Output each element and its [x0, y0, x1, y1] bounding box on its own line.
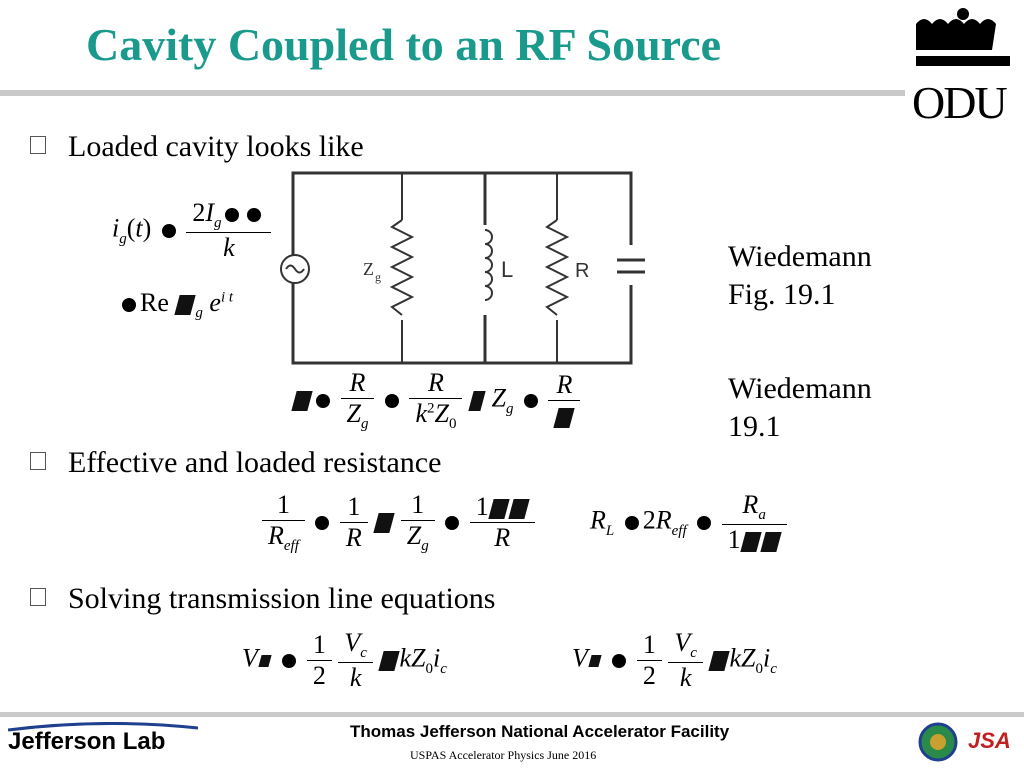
odu-logo — [908, 4, 1018, 124]
footer-course: USPAS Accelerator Physics June 2016 — [410, 748, 597, 762]
reference-line: Fig. 19.1 — [728, 278, 836, 311]
equals-glyph — [161, 223, 176, 238]
footer-org: Thomas Jefferson National Accelerator Fa… — [350, 722, 730, 741]
doe-seal-icon — [918, 722, 958, 762]
inductor-label: L — [501, 257, 513, 282]
bullet-icon — [30, 452, 46, 470]
bullet-text: Solving transmission line equations — [68, 582, 496, 615]
bullet-text: Loaded cavity looks like — [68, 130, 364, 163]
jefferson-lab-logo: Jefferson Lab — [8, 728, 165, 756]
bullet-item: Effective and loaded resistance — [30, 446, 441, 480]
reference-line: Wiedemann — [728, 372, 872, 405]
header-rule — [0, 90, 905, 96]
circuit-diagram: Z g L R C — [280, 171, 645, 365]
reference-line: Wiedemann — [728, 240, 872, 273]
bullet-icon — [30, 136, 46, 154]
jsa-logo-text: JSA — [968, 728, 1011, 753]
reference-line: 19.1 — [728, 410, 781, 443]
bullet-item: Loaded cavity looks like — [30, 130, 364, 164]
reference-eq: Wiedemann 19.1 — [728, 370, 872, 446]
jsa-logo: JSA — [968, 728, 1011, 754]
slide-title: Cavity Coupled to an RF Source — [86, 19, 722, 70]
jefferson-lab-logo-text: Jefferson Lab — [8, 728, 166, 755]
equation-re: Re g ei t — [118, 288, 233, 322]
jefferson-lab-swoosh-icon — [8, 722, 198, 732]
zg-sub-label: g — [375, 270, 381, 284]
resistor-label: R — [575, 260, 589, 282]
bullet-icon — [30, 588, 46, 606]
crown-icon — [916, 8, 1010, 66]
bullet-text: Effective and loaded resistance — [68, 446, 442, 479]
footer-rule — [0, 712, 1024, 717]
odu-logo-text: ODU — [912, 77, 1008, 128]
zg-label: Z — [363, 259, 374, 279]
reference-fig: Wiedemann Fig. 19.1 — [728, 238, 872, 314]
bullet-item: Solving transmission line equations — [30, 582, 496, 616]
